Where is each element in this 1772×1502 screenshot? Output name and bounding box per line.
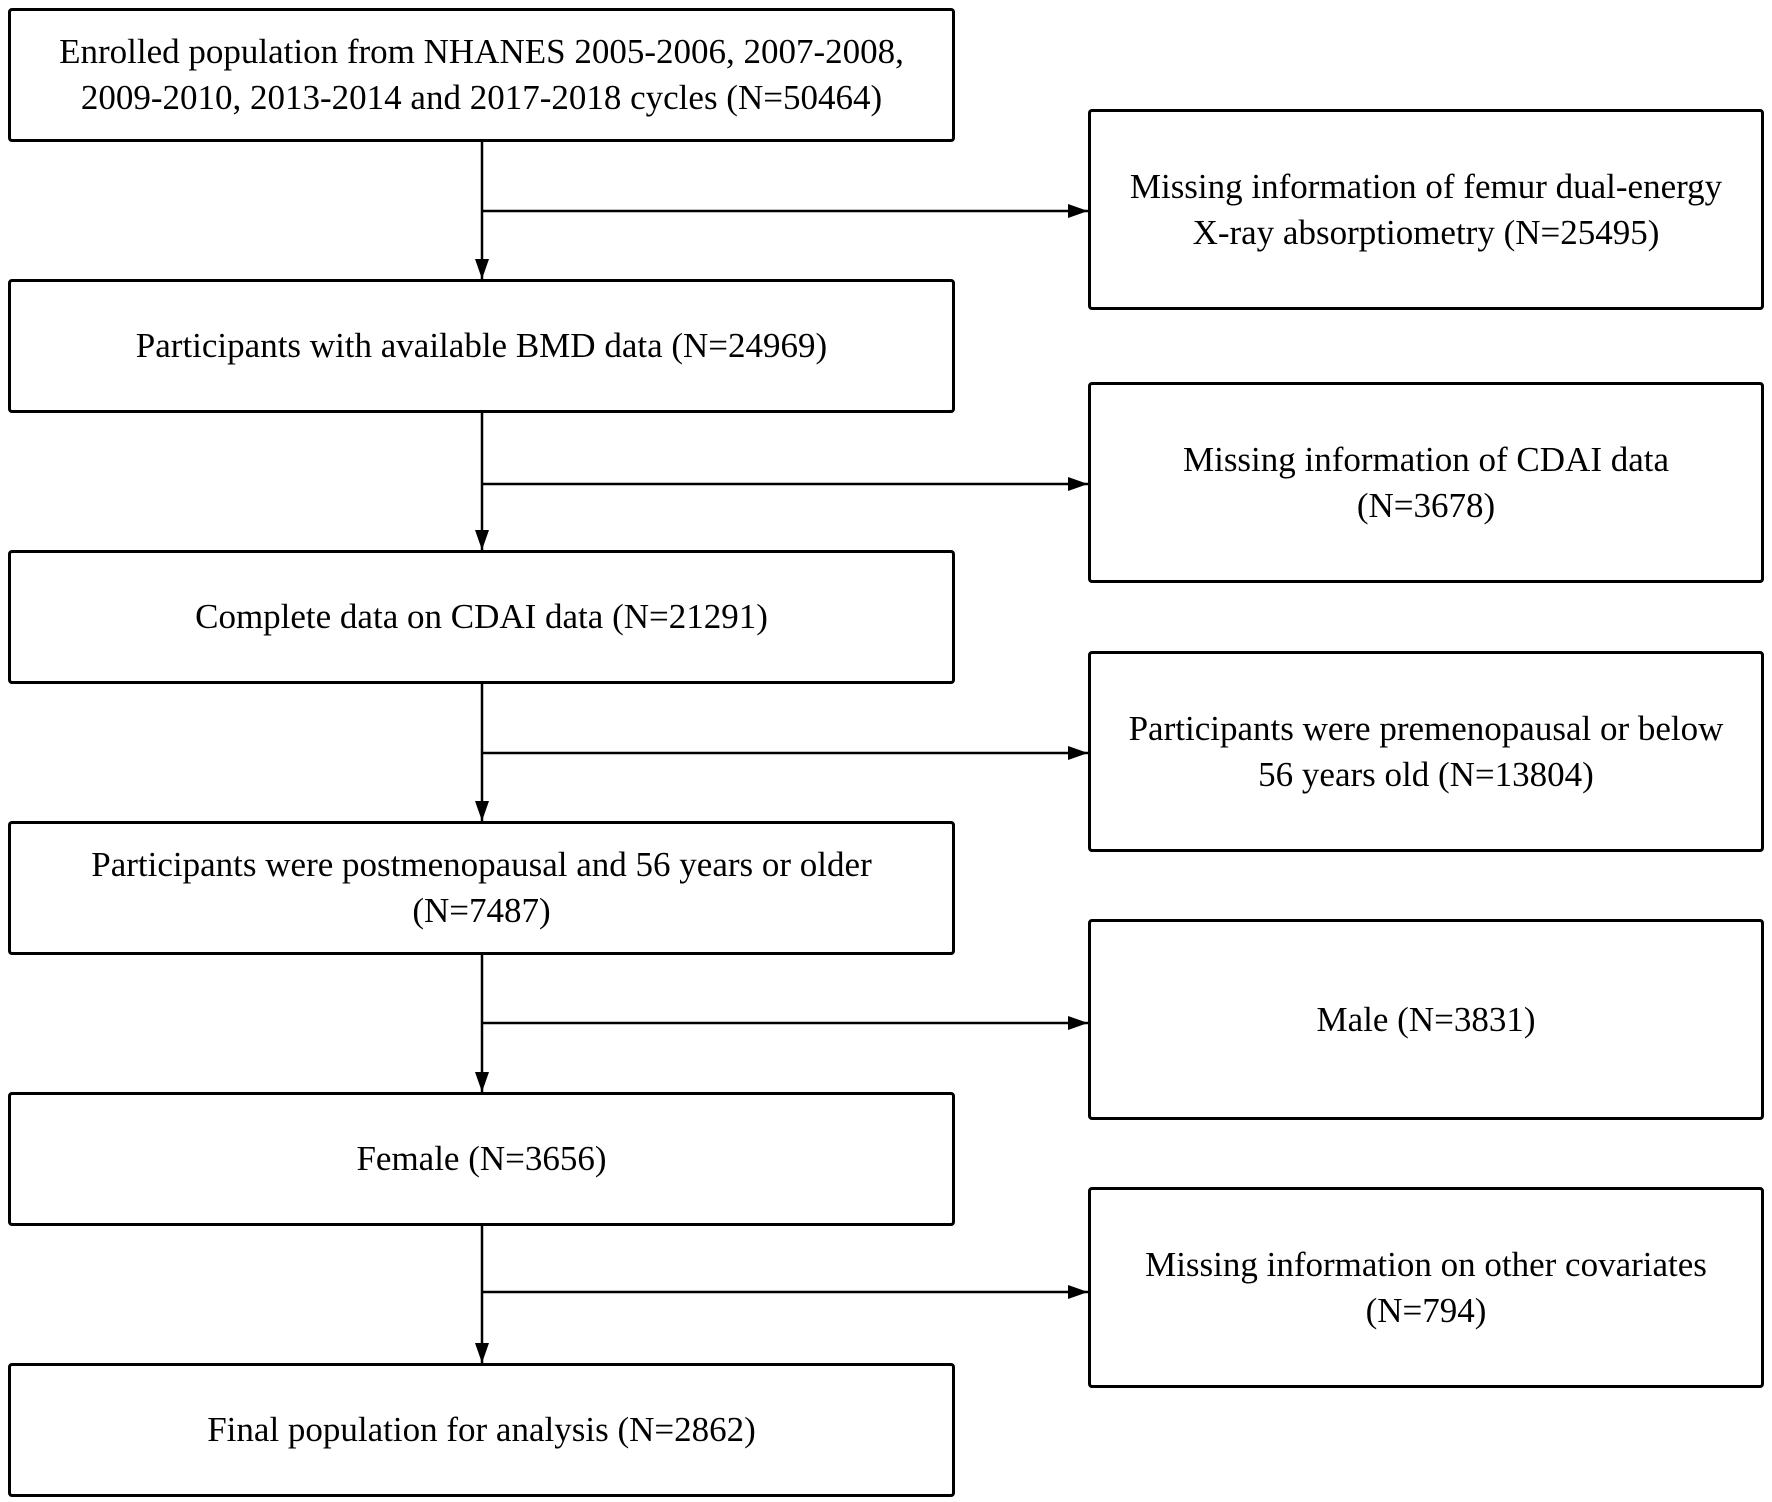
exclusion-label: Missing information of CDAI data (N=3678… — [1182, 439, 1670, 525]
exclusion-box-premenopausal: Participants were premenopausal or below… — [1088, 651, 1764, 852]
step-box-cdai-complete: Complete data on CDAI data (N=21291) — [8, 550, 955, 684]
step-label: Final population for analysis (N=2862) — [207, 1410, 756, 1449]
exclusion-box-male: Male (N=3831) — [1088, 919, 1764, 1120]
exclusion-box-femur-dxa: Missing information of femur dual-energy… — [1088, 109, 1764, 310]
step-label: Female (N=3656) — [356, 1139, 607, 1178]
exclusion-box-cdai-missing: Missing information of CDAI data (N=3678… — [1088, 382, 1764, 583]
step-label: Enrolled population from NHANES 2005-200… — [59, 32, 904, 117]
step-box-enrolled: Enrolled population from NHANES 2005-200… — [8, 8, 955, 142]
step-box-bmd-available: Participants with available BMD data (N=… — [8, 279, 955, 413]
exclusion-box-covariates: Missing information on other covariates … — [1088, 1187, 1764, 1388]
step-label: Participants with available BMD data (N=… — [135, 326, 828, 365]
step-box-postmenopausal: Participants were postmenopausal and 56 … — [8, 821, 955, 955]
exclusion-label: Missing information of femur dual-energy… — [1129, 166, 1723, 252]
exclusion-label: Participants were premenopausal or below… — [1128, 708, 1724, 794]
exclusion-label: Missing information on other covariates … — [1145, 1244, 1707, 1330]
step-box-final-population: Final population for analysis (N=2862) — [8, 1363, 955, 1497]
step-box-female: Female (N=3656) — [8, 1092, 955, 1226]
exclusion-label: Male (N=3831) — [1316, 999, 1536, 1039]
step-label: Complete data on CDAI data (N=21291) — [195, 597, 768, 636]
step-label: Participants were postmenopausal and 56 … — [91, 845, 872, 930]
